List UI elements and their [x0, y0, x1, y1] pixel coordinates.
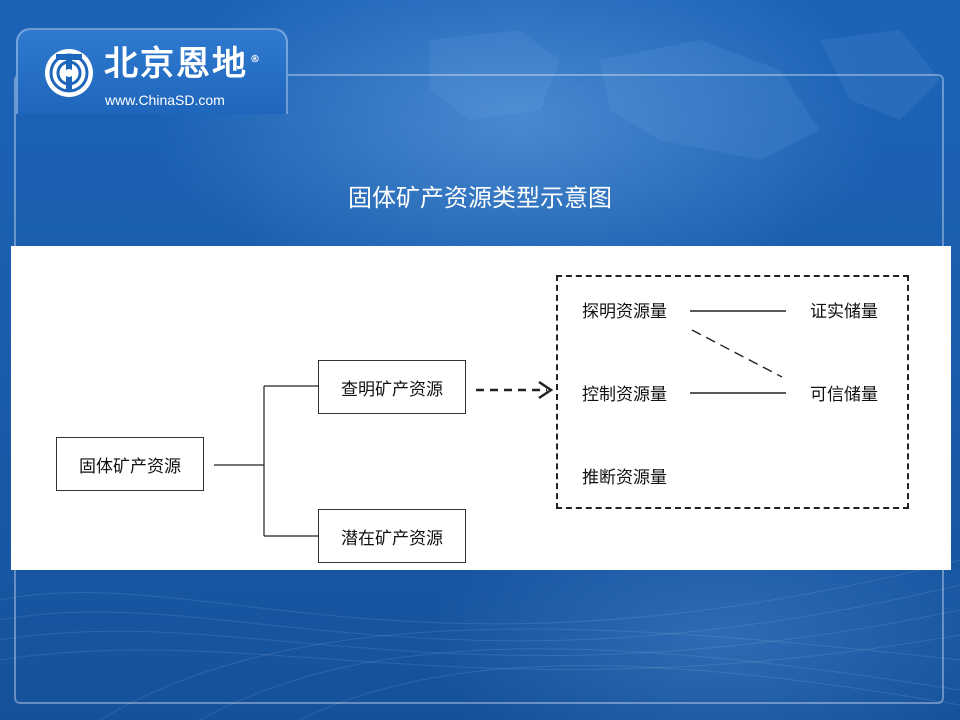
category-proved-reserve: 证实储量	[810, 302, 878, 322]
diagram-panel: 固体矿产资源 查明矿产资源 潜在矿产资源 探明资源量 控制资源量 推断资源量 证…	[11, 246, 951, 570]
root-node: 固体矿产资源	[56, 437, 204, 491]
registered-mark: ®	[250, 54, 262, 65]
branch-node-potential: 潜在矿产资源	[318, 509, 466, 563]
branch-node-identified: 查明矿产资源	[318, 360, 466, 414]
company-logo-icon	[42, 46, 96, 100]
brand-url: www.ChinaSD.com	[105, 92, 225, 108]
brand-name: 北京恩地®	[104, 44, 262, 84]
category-measured-resource: 探明资源量	[582, 302, 667, 322]
slide-title: 固体矿产资源类型示意图	[348, 184, 612, 212]
categories-group	[556, 275, 909, 509]
root-node-label: 固体矿产资源	[79, 456, 181, 477]
category-inferred-resource: 推断资源量	[582, 468, 667, 488]
link-measured-probable	[691, 329, 783, 378]
category-probable-reserve: 可信储量	[810, 385, 878, 405]
category-indicated-resource: 控制资源量	[582, 385, 667, 405]
diagram-connectors	[214, 310, 786, 537]
category-arrow-head	[538, 380, 554, 400]
branch-node-label: 查明矿产资源	[341, 379, 443, 400]
brand-name-text: 北京恩地	[104, 44, 248, 84]
branch-node-label: 潜在矿产资源	[341, 528, 443, 549]
